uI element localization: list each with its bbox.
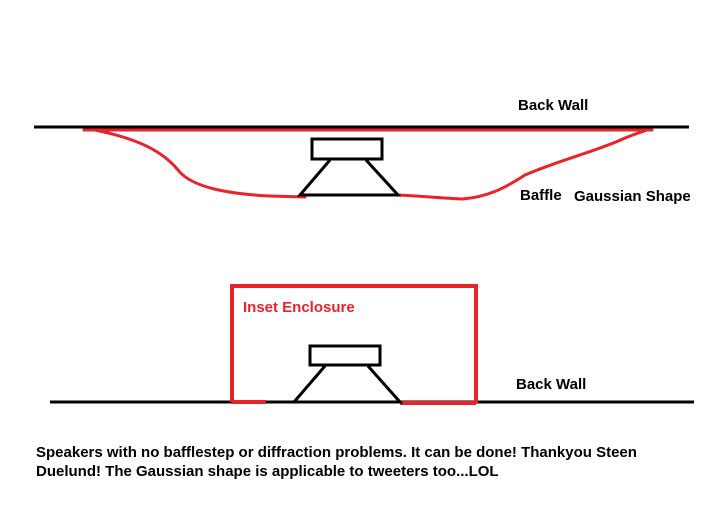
top-diagram — [34, 125, 689, 201]
baffle-label: Baffle — [520, 187, 562, 204]
caption-text: Speakers with no bafflestep or diffracti… — [36, 444, 637, 480]
inset-enclosure-label: Inset Enclosure — [243, 299, 355, 316]
gaussian-baffle-outline — [82, 126, 654, 201]
driver-cone — [296, 158, 402, 197]
driver-cone — [290, 365, 404, 404]
speaker-driver-icon-top — [296, 137, 402, 197]
back-wall-label-bottom: Back Wall — [516, 376, 587, 393]
driver-magnet — [310, 137, 384, 161]
inset-enclosure-box — [230, 284, 478, 405]
back-wall-label-top: Back Wall — [518, 97, 589, 114]
driver-magnet — [308, 344, 382, 367]
bottom-diagram — [50, 284, 694, 405]
speaker-driver-icon-bottom — [290, 344, 404, 404]
gaussian-shape-label: Gaussian Shape — [574, 188, 691, 205]
